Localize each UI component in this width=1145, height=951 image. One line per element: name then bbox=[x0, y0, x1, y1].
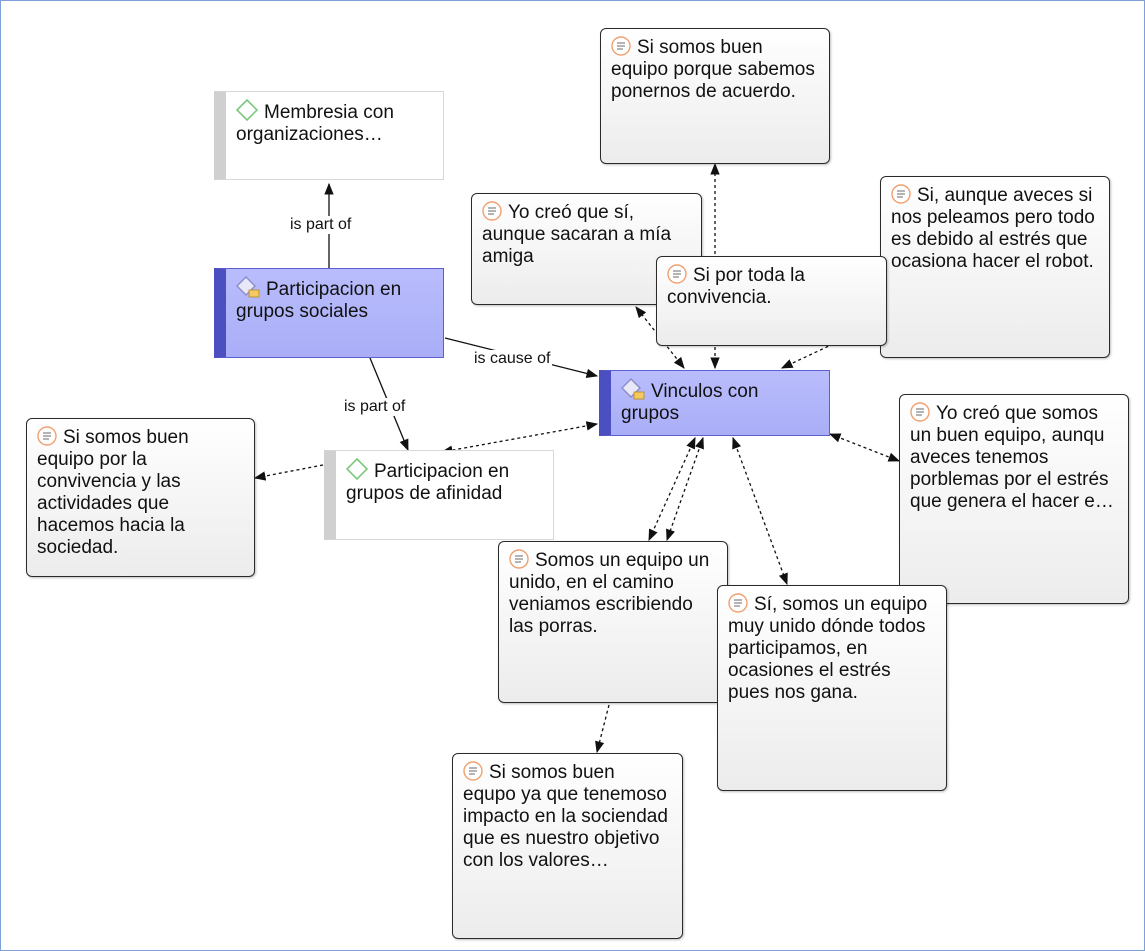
quote-node-peleamos[interactable]: Si, aunque aveces si nos peleamos pero t… bbox=[880, 176, 1110, 358]
quote-node-impacto[interactable]: Si somos buen equpo ya que tenemoso impa… bbox=[452, 753, 683, 939]
link-vinculos-porras-b[interactable] bbox=[666, 436, 704, 542]
quote-document-icon bbox=[891, 184, 911, 204]
quote-document-icon bbox=[611, 36, 631, 56]
code-diamond-comment-icon bbox=[621, 378, 645, 400]
code-diamond-icon bbox=[236, 99, 258, 121]
quote-text: Somos un equipo un unido, en el camino v… bbox=[509, 550, 710, 637]
quote-node-sociedad[interactable]: Si somos buen equipo por la convivencia … bbox=[26, 418, 255, 577]
relation-label-is-part-of: is part of bbox=[288, 216, 354, 234]
code-node-vinculos[interactable]: Vinculos con grupos bbox=[599, 370, 830, 436]
quote-text: Yo creó que sí, aunque sacaran a mía ami… bbox=[482, 202, 672, 267]
quote-node-problemas[interactable]: Yo creó que somos un buen equipo, aunqu … bbox=[899, 394, 1129, 604]
quote-document-icon bbox=[728, 593, 748, 613]
link-vinculos-problemas[interactable] bbox=[828, 433, 901, 462]
quote-node-unido[interactable]: Sí, somos un equipo muy unido dónde todo… bbox=[717, 585, 947, 791]
link-vinculos-afinidad[interactable] bbox=[440, 421, 599, 455]
link-porras-impacto[interactable] bbox=[595, 704, 610, 754]
code-label: Membresia con organizaciones… bbox=[236, 102, 394, 145]
quote-document-icon bbox=[482, 201, 502, 221]
quote-text: Si por toda la convivencia. bbox=[667, 265, 805, 308]
quote-text: Si somos buen equipo por la convivencia … bbox=[37, 427, 189, 558]
code-label: Vinculos con grupos bbox=[621, 381, 759, 424]
quote-text: Si somos buen equipo porque sabemos pone… bbox=[611, 37, 815, 102]
quote-text: Yo creó que somos un buen equipo, aunqu … bbox=[910, 403, 1114, 512]
relation-label-is-cause-of: is cause of bbox=[472, 350, 553, 368]
link-afinidad-sociedad[interactable] bbox=[253, 464, 324, 481]
relation-label-is-part-of: is part of bbox=[342, 398, 408, 416]
quote-text: Si, aunque aveces si nos peleamos pero t… bbox=[891, 185, 1095, 272]
quote-document-icon bbox=[463, 761, 483, 781]
quote-text: Si somos buen equpo ya que tenemoso impa… bbox=[463, 762, 668, 871]
code-node-participacion-sociales[interactable]: Participacion en grupos sociales bbox=[214, 268, 444, 358]
quote-document-icon bbox=[37, 426, 57, 446]
quote-text: Sí, somos un equipo muy unido dónde todo… bbox=[728, 594, 928, 703]
code-label: Participacion en grupos sociales bbox=[236, 279, 402, 322]
quote-document-icon bbox=[509, 549, 529, 569]
quote-document-icon bbox=[910, 402, 930, 422]
link-vinculos-unido[interactable] bbox=[732, 436, 788, 586]
code-node-participacion-afinidad[interactable]: Participacion en grupos de afinidad bbox=[324, 450, 554, 540]
code-diamond-comment-icon bbox=[236, 276, 260, 298]
quote-node-convivencia[interactable]: Si por toda la convivencia. bbox=[656, 256, 887, 346]
quote-node-porras[interactable]: Somos un equipo un unido, en el camino v… bbox=[498, 541, 728, 703]
code-diamond-icon bbox=[346, 458, 368, 480]
code-label: Participacion en grupos de afinidad bbox=[346, 461, 510, 504]
quote-document-icon bbox=[667, 264, 687, 284]
code-node-membresia[interactable]: Membresia con organizaciones… bbox=[214, 91, 444, 180]
quote-node-acuerdo[interactable]: Si somos buen equipo porque sabemos pone… bbox=[600, 28, 830, 164]
